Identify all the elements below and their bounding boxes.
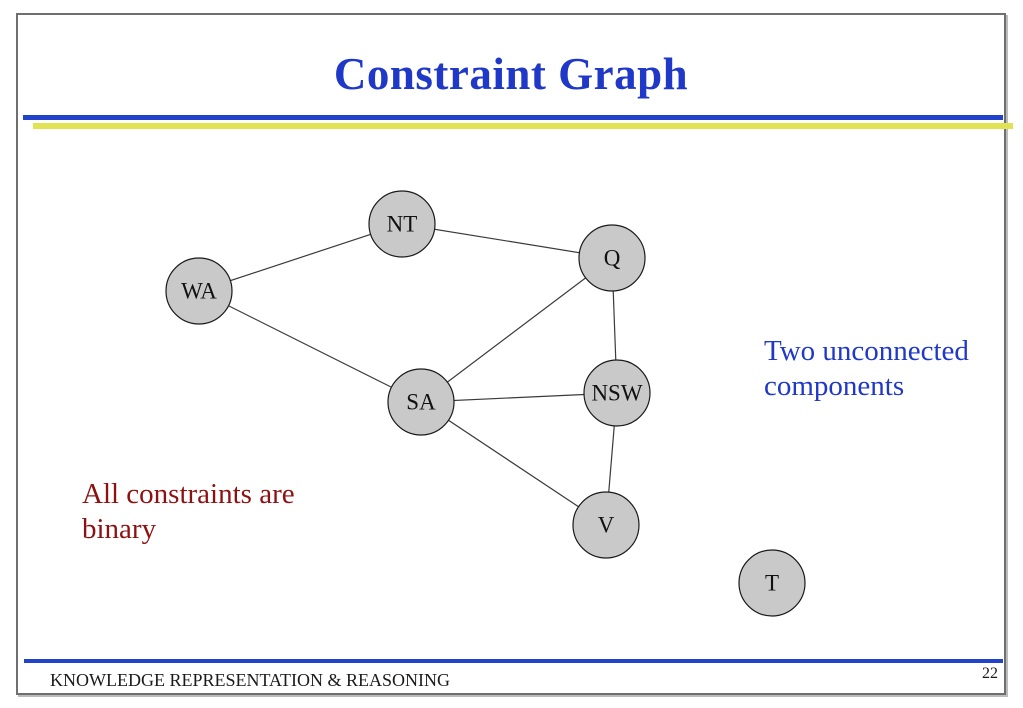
graph-node-Q: Q: [578, 224, 646, 292]
graph-node-circle-SA: [387, 368, 455, 436]
graph-edge-SA-V: [420, 401, 607, 526]
graph-node-NT: NT: [368, 190, 436, 258]
graph-node-label-NT: NT: [387, 212, 418, 237]
graph-node-label-NSW: NSW: [591, 381, 642, 406]
title-rule-yellow: [33, 123, 1013, 129]
footer-rule: [24, 659, 1003, 663]
graph-node-V: V: [572, 491, 640, 559]
graph-node-label-WA: WA: [181, 279, 217, 304]
footer-text: KNOWLEDGE REPRESENTATION & REASONING: [50, 670, 451, 690]
graph-node-SA: SA: [387, 368, 455, 436]
graph-node-WA: WA: [165, 257, 233, 325]
graph-node-circle-NT: [368, 190, 436, 258]
graph-node-label-SA: SA: [406, 390, 436, 415]
graph-node-label-V: V: [598, 513, 615, 538]
graph-node-NSW: NSW: [583, 359, 651, 427]
graph-node-circle-NSW: [583, 359, 651, 427]
graph-node-label-T: T: [765, 571, 779, 596]
graph-edge-WA-SA: [198, 290, 422, 403]
note-unconnected-components: Two unconnected components: [764, 335, 969, 402]
slide-border: [16, 13, 1006, 695]
graph-node-circle-V: [572, 491, 640, 559]
title-rule-blue: [23, 115, 1003, 120]
graph-node-T: T: [738, 549, 806, 617]
slide-title: Constraint Graph: [333, 49, 689, 99]
note-binary-constraints: All constraints are binary: [82, 478, 295, 545]
graph-edge-WA-NT: [198, 223, 403, 292]
graph-edge-SA-Q: [420, 257, 613, 403]
graph-node-circle-WA: [165, 257, 233, 325]
graph-edge-NT-Q: [401, 223, 613, 259]
page-number: 22: [982, 665, 998, 682]
graph-node-circle-Q: [578, 224, 646, 292]
graph-node-label-Q: Q: [604, 246, 621, 271]
graph-node-circle-T: [738, 549, 806, 617]
